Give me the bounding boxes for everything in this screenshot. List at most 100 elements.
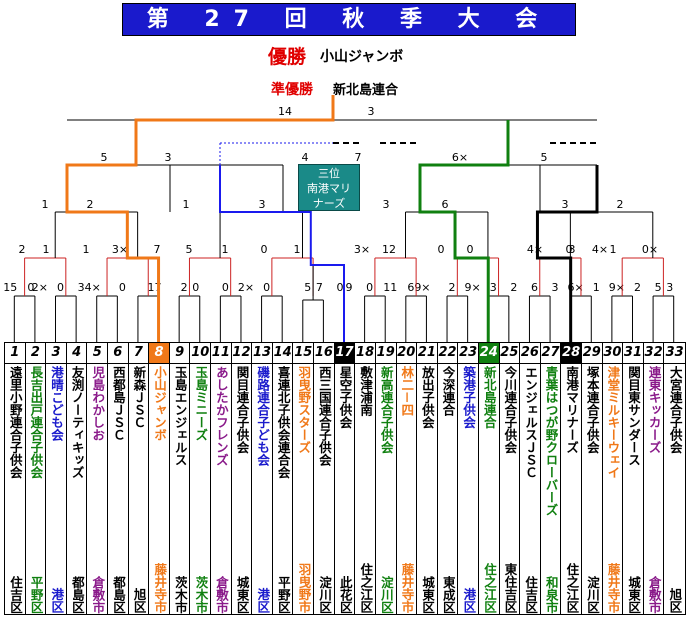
score-label: 3 xyxy=(368,105,375,118)
score-label: 0 xyxy=(27,281,34,294)
score-label: 2 xyxy=(617,198,624,211)
team-name: 大宮連合子供会 xyxy=(667,366,683,454)
team-number: 12 xyxy=(231,343,252,364)
score-label: 3× xyxy=(112,243,128,256)
runner-up-path xyxy=(418,120,510,342)
score-label: 3 xyxy=(259,198,266,211)
team-area: 羽曳野市 xyxy=(296,563,312,613)
third-place-line: 三位 xyxy=(318,167,340,180)
score-label: 3 xyxy=(165,151,172,164)
score-label: 3 xyxy=(552,281,559,294)
score-label: 6× xyxy=(452,151,468,164)
team-number: 11 xyxy=(211,343,231,364)
team-area: 淀川区 xyxy=(378,575,394,614)
team-number: 24 xyxy=(478,343,499,364)
team-area: 都島区 xyxy=(111,575,127,614)
score-label: 4× xyxy=(85,281,101,294)
team-area: 藤井寺市 xyxy=(399,563,415,613)
score-label: 0 xyxy=(337,281,344,294)
team-number: 1 xyxy=(5,343,25,364)
semifinal-path xyxy=(219,165,345,342)
score-label: 15 xyxy=(3,281,17,294)
score-label: 3 xyxy=(78,281,85,294)
team-number: 20 xyxy=(396,343,417,364)
team-number: 5 xyxy=(87,343,108,364)
team-name: 西三国連合子供会 xyxy=(316,366,332,466)
score-label: 1 xyxy=(294,243,301,256)
score-label: 4× xyxy=(592,243,608,256)
team-number: 9 xyxy=(169,343,190,364)
team-name: 築港子供会 xyxy=(461,366,477,429)
team-column: 18 敷津浦南住之江区 xyxy=(355,343,376,614)
score-label: 0 xyxy=(261,243,268,256)
score-label: 2 xyxy=(87,198,94,211)
team-area: 旭区 xyxy=(131,588,147,613)
score-label: 3 xyxy=(569,243,576,256)
champion-label: 優勝 xyxy=(268,46,307,68)
team-name: 小山ジャンボ xyxy=(152,366,168,441)
score-label: 11 xyxy=(383,281,397,294)
score-label: 2 xyxy=(510,281,517,294)
score-label: 9× xyxy=(465,281,481,294)
team-number: 6 xyxy=(108,343,128,364)
score-label: 3 xyxy=(383,198,390,211)
team-area: 此花区 xyxy=(337,575,353,614)
score-label: 9× xyxy=(609,281,625,294)
team-number: 3 xyxy=(46,343,66,364)
team-name: 友渕ノーティキッズ xyxy=(69,366,85,479)
score-label: 5 xyxy=(101,151,108,164)
team-number: 17 xyxy=(334,343,355,364)
champion-name: 小山ジャンボ xyxy=(320,49,404,65)
team-number: 26 xyxy=(520,343,540,364)
team-number: 22 xyxy=(437,343,458,364)
score-label: 0 xyxy=(192,281,199,294)
third-place-line: 南港マリ xyxy=(307,182,351,195)
score-label: 2× xyxy=(238,281,254,294)
team-number: 14 xyxy=(272,343,293,364)
team-area: 平野区 xyxy=(28,575,44,614)
team-name: 児島わかしお xyxy=(90,366,106,441)
score-label: 5 xyxy=(655,281,662,294)
score-label: 4× xyxy=(527,243,543,256)
score-label: 0 xyxy=(566,243,573,256)
score-label: 2 xyxy=(181,281,188,294)
score-label: 7 xyxy=(316,281,323,294)
score-label: 9 xyxy=(346,281,353,294)
team-area: 旭区 xyxy=(667,588,683,613)
team-name: 磯路連合子ども会 xyxy=(255,366,271,466)
team-area: 倉敷市 xyxy=(646,575,662,614)
score-label: 0 xyxy=(222,281,229,294)
team-name: 新北島連合 xyxy=(481,366,497,429)
team-area: 港区 xyxy=(49,588,65,613)
team-number: 30 xyxy=(602,343,623,364)
score-label: 9× xyxy=(414,281,430,294)
team-area: 倉敷市 xyxy=(214,575,230,614)
score-label: 0 xyxy=(119,281,126,294)
team-area: 住之江区 xyxy=(564,563,580,613)
score-label: 5 xyxy=(186,243,193,256)
score-label: 2× xyxy=(32,281,48,294)
team-area: 茨木市 xyxy=(193,575,209,614)
team-number: 18 xyxy=(355,343,375,364)
team-name: 星空子供会 xyxy=(337,366,353,429)
score-label: 14 xyxy=(278,105,292,118)
score-label: 5 xyxy=(304,281,311,294)
score-label: 6 xyxy=(407,281,414,294)
team-area: 茨木市 xyxy=(172,575,188,614)
team-area: 和泉市 xyxy=(543,575,559,614)
team-name: 敷津浦南 xyxy=(358,366,374,416)
team-area: 藤井寺市 xyxy=(152,563,168,613)
team-name: エンジェルスＪＳＣ xyxy=(522,366,538,479)
team-area: 住之江区 xyxy=(358,563,374,613)
team-name: 玉島ミニーズ xyxy=(193,366,209,441)
